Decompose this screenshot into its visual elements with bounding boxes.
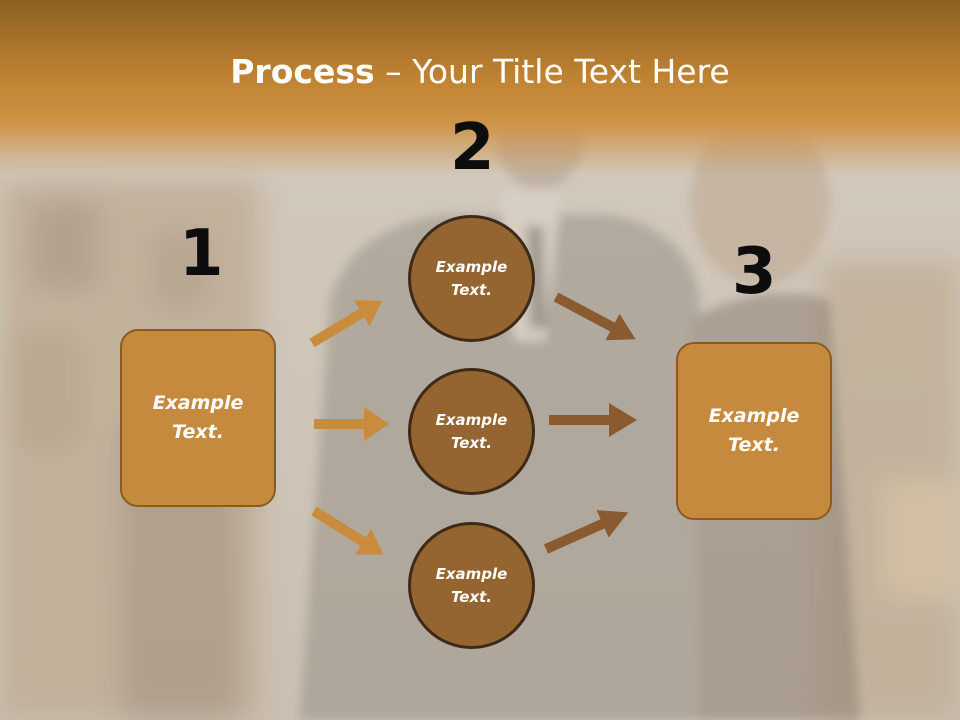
step-box-1-label: Example Text. [152, 392, 244, 443]
step-circle-middle-label: Example Text. [435, 410, 508, 452]
step-circle-bottom: Example Text. [408, 522, 535, 649]
step-circle-middle: Example Text. [408, 368, 535, 495]
step-box-3-label: Example Text. [708, 405, 800, 456]
step-box-3: Example Text. [676, 342, 832, 520]
arrow-left-middle [314, 407, 389, 441]
arrow-left-lower [311, 506, 384, 555]
step-circle-top: Example Text. [408, 215, 535, 342]
step-box-1: Example Text. [120, 329, 276, 507]
arrow-right-upper [553, 292, 636, 341]
arrow-right-lower [543, 510, 629, 554]
step-number-3: 3 [732, 235, 777, 309]
step-circle-bottom-label: Example Text. [435, 564, 508, 606]
title-bar [0, 0, 960, 175]
title-bold: Process [230, 52, 375, 91]
arrow-right-middle [549, 403, 637, 437]
title-rest: – Your Title Text Here [374, 52, 730, 91]
step-number-1: 1 [179, 217, 224, 291]
step-circle-top-label: Example Text. [435, 257, 508, 299]
arrow-left-upper [309, 300, 383, 348]
slide-title: Process – Your Title Text Here [0, 52, 960, 91]
step-number-2: 2 [450, 111, 495, 185]
